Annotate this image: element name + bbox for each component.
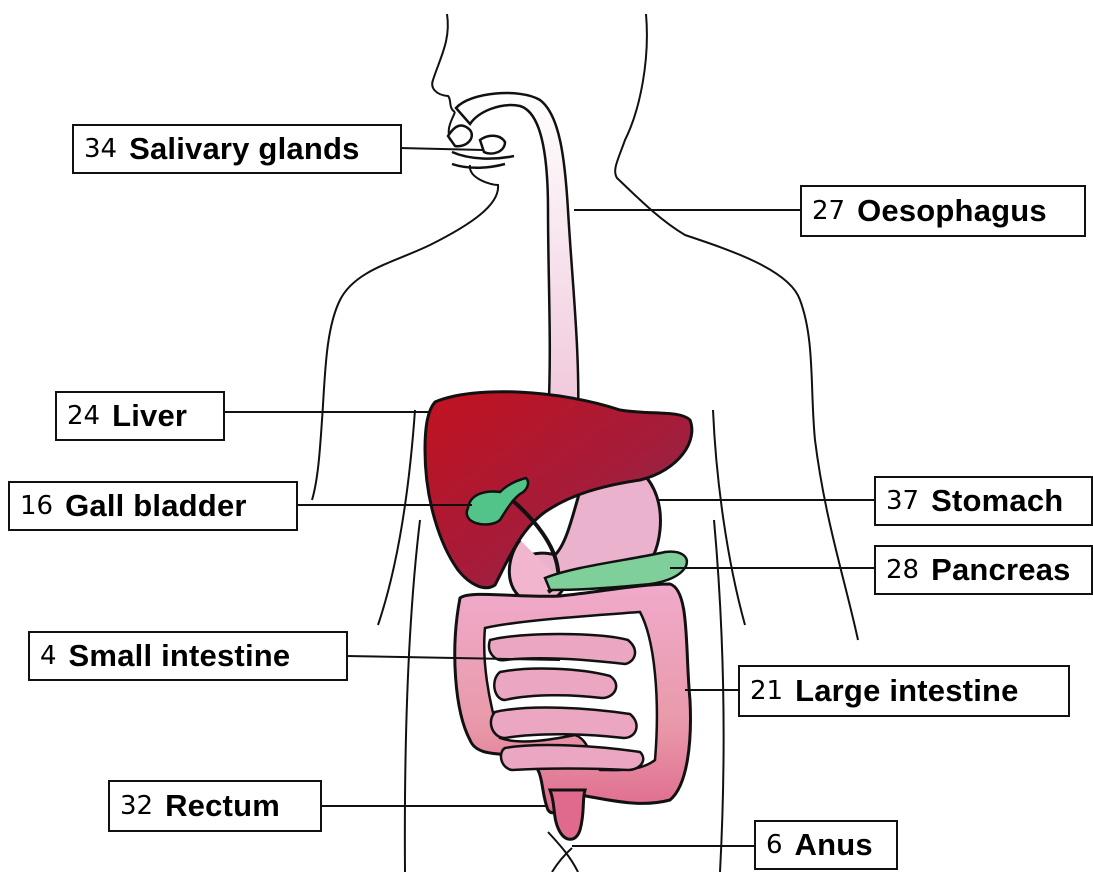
- label-oesophagus: 27 Oesophagus: [800, 185, 1086, 237]
- label-name: Pancreas: [931, 552, 1070, 588]
- label-number: 21: [750, 676, 783, 706]
- label-anus: 6 Anus: [754, 820, 898, 870]
- label-small-intestine: 4 Small intestine: [28, 631, 348, 681]
- label-rectum: 32 Rectum: [108, 780, 322, 832]
- label-gall-bladder: 16 Gall bladder: [8, 481, 298, 531]
- label-pancreas: 28 Pancreas: [874, 545, 1093, 595]
- label-number: 4: [40, 641, 57, 671]
- label-name: Large intestine: [795, 673, 1019, 709]
- label-number: 37: [886, 486, 919, 516]
- label-liver: 24 Liver: [55, 391, 225, 441]
- label-number: 27: [812, 196, 845, 226]
- label-number: 16: [20, 491, 53, 521]
- oesophagus-tube: [456, 93, 578, 420]
- label-number: 34: [84, 134, 117, 164]
- label-stomach: 37 Stomach: [874, 476, 1093, 526]
- label-number: 6: [766, 830, 783, 860]
- label-name: Small intestine: [69, 638, 291, 674]
- mouth-area: [448, 125, 514, 167]
- label-name: Stomach: [931, 483, 1063, 519]
- label-name: Gall bladder: [65, 488, 247, 524]
- label-name: Oesophagus: [857, 193, 1047, 229]
- label-number: 28: [886, 555, 919, 585]
- label-name: Rectum: [165, 788, 280, 824]
- label-name: Salivary glands: [129, 131, 359, 167]
- label-number: 32: [120, 791, 153, 821]
- rectum-shape: [550, 790, 585, 839]
- label-large-intestine: 21 Large intestine: [738, 665, 1070, 717]
- label-name: Liver: [112, 398, 187, 434]
- label-salivary-glands: 34 Salivary glands: [72, 124, 402, 174]
- label-name: Anus: [795, 827, 873, 863]
- label-number: 24: [67, 401, 100, 431]
